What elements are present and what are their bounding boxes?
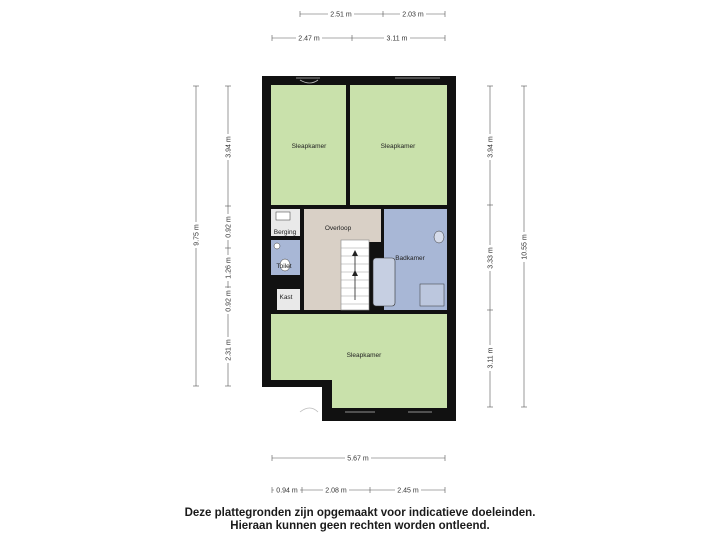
dim-bottom-2c: 2.45 m — [397, 488, 419, 495]
dim-bottom-2a: 0.94 m — [276, 488, 298, 495]
label-overloop: Overloop — [325, 225, 352, 232]
dim-left-inner-5: 2.31 m — [226, 339, 233, 361]
staircase — [340, 239, 370, 311]
dim-left-inner-3: 1.26 m — [226, 257, 233, 279]
dim-left-inner-2: 0.92 m — [226, 216, 233, 238]
label-sleapkamer-top-right: Sleapkamer — [381, 143, 417, 150]
label-sleapkamer-bottom: Sleapkamer — [347, 352, 383, 359]
bathtub-icon — [372, 257, 396, 307]
label-berging: Berging — [274, 229, 297, 236]
boiler-icon — [275, 211, 291, 221]
dim-right-inner-2: 3.33 m — [488, 247, 495, 269]
disclaimer-line-1: Deze plattegronden zijn opgemaakt voor i… — [184, 507, 536, 519]
shower-tray-icon — [419, 283, 445, 307]
dim-top-2a: 2.47 m — [298, 36, 320, 43]
openings — [296, 77, 440, 413]
toilet-sink-icon — [273, 242, 281, 250]
dim-left-inner-4: 0.92 m — [226, 290, 233, 312]
dim-right-inner-3: 3.11 m — [488, 347, 495, 368]
toilet-icon — [279, 258, 291, 272]
dim-right-outer: 10.55 m — [522, 234, 529, 259]
label-kast: Kast — [279, 294, 292, 301]
dim-left-inner-1: 3.94 m — [226, 136, 233, 158]
room-sleapkamer-top-right — [350, 85, 447, 205]
room-sleapkamer-top-left — [271, 85, 346, 205]
dim-top-2b: 3.11 m — [387, 36, 408, 43]
disclaimer-line-2: Hieraan kunnen geen rechten worden ontle… — [230, 520, 490, 532]
dim-top-1b: 2.03 m — [402, 12, 424, 19]
dim-top-1a: 2.51 m — [330, 12, 352, 19]
dim-bottom-2b: 2.08 m — [325, 488, 347, 495]
label-badkamer: Badkamer — [395, 255, 425, 262]
label-toilet: Toilet — [276, 263, 291, 270]
label-sleapkamer-top-left: Sleapkamer — [292, 143, 328, 150]
room-sleapkamer-bottom — [271, 314, 447, 408]
sink-icon — [433, 230, 445, 244]
dim-bottom-1: 5.67 m — [347, 456, 369, 463]
dim-left-outer: 9.75 m — [194, 224, 201, 246]
room-kast — [277, 289, 300, 310]
dim-right-inner-1: 3.94 m — [488, 136, 495, 158]
